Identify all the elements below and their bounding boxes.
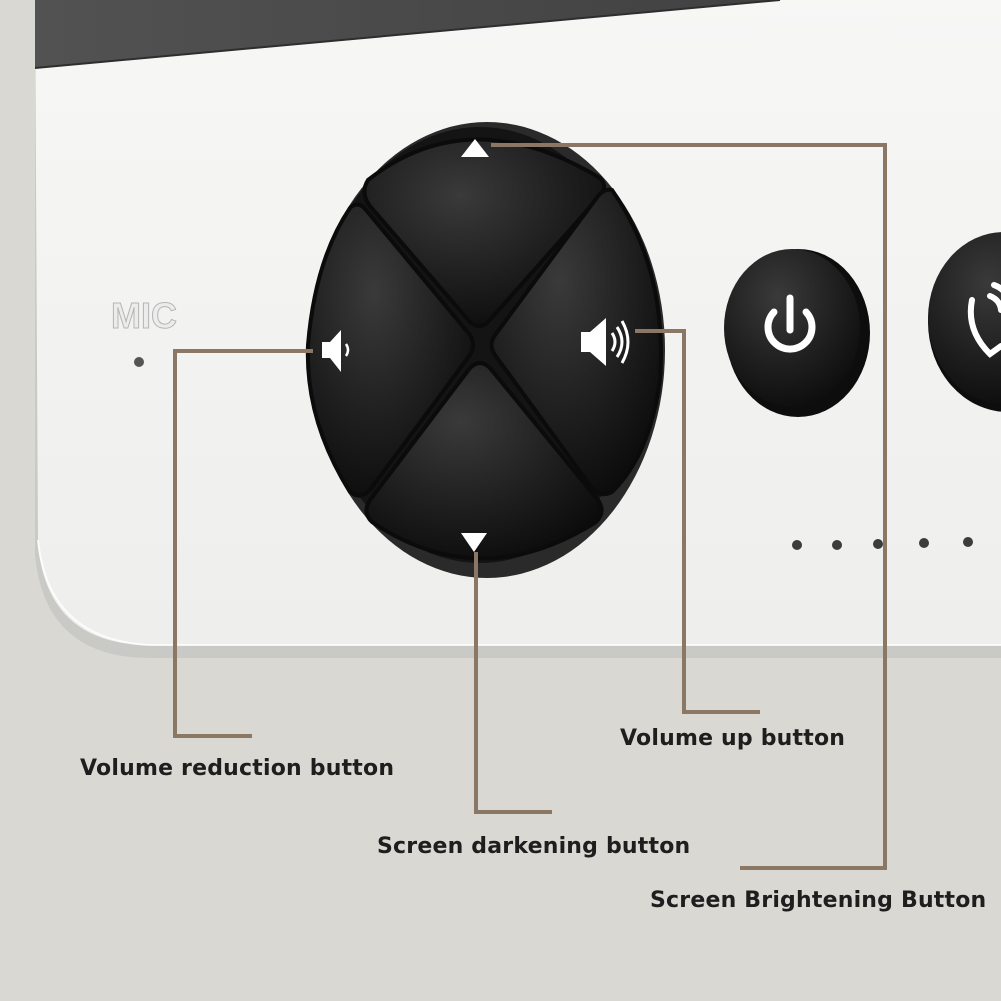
speaker-low-icon xyxy=(322,330,350,372)
leader-volume-reduction xyxy=(173,349,313,738)
phone-button[interactable] xyxy=(928,232,1001,412)
mic-label: MIC xyxy=(111,295,177,336)
callout-lines xyxy=(173,143,887,870)
leader-volume-up xyxy=(635,329,760,714)
callout-screen-darkening: Screen darkening button xyxy=(377,834,691,859)
screen-edge xyxy=(35,0,1001,68)
power-button[interactable] xyxy=(724,249,870,417)
triangle-up-icon xyxy=(461,139,489,157)
triangle-down-icon xyxy=(461,533,487,552)
volume-up-button[interactable] xyxy=(489,187,663,497)
screen-darkening-button[interactable] xyxy=(364,361,604,561)
power-icon xyxy=(764,294,816,353)
volume-reduction-button[interactable] xyxy=(305,202,475,498)
callout-volume-up: Volume up button xyxy=(620,726,846,751)
leader-screen-brightening xyxy=(491,143,887,870)
speaker-high-icon xyxy=(581,318,630,366)
mic-hole xyxy=(134,357,144,367)
indicator-dots xyxy=(792,537,973,550)
callout-volume-reduction: Volume reduction button xyxy=(80,756,395,781)
leader-screen-darkening xyxy=(474,552,552,814)
callout-screen-brightening: Screen Brightening Button xyxy=(650,888,987,913)
